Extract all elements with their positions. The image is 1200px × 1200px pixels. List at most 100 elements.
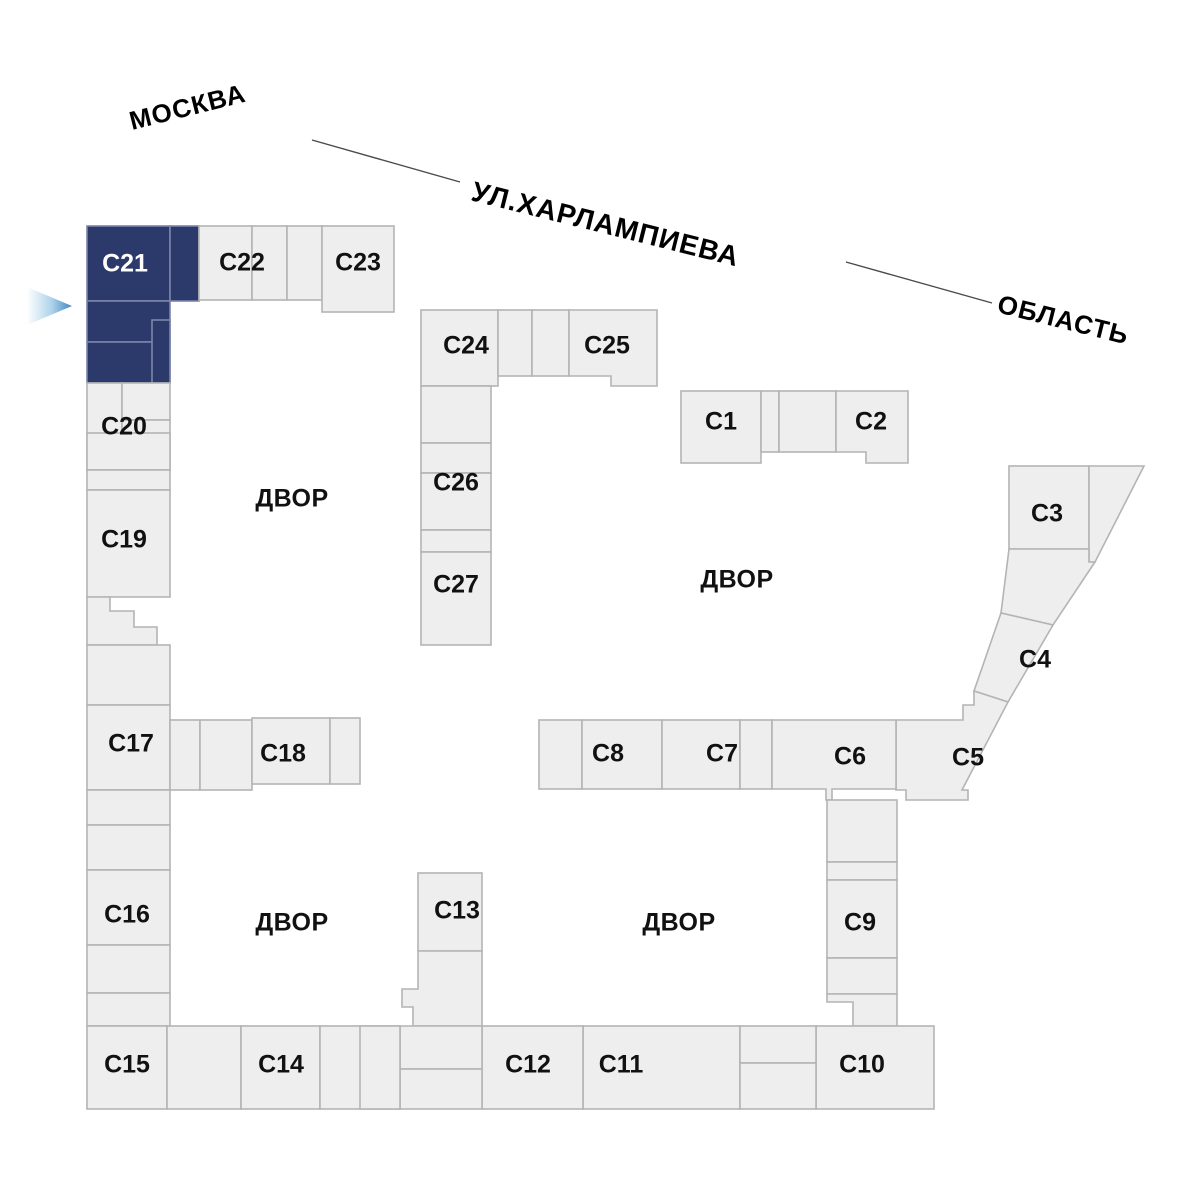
building-c20-part-b[interactable]	[121, 382, 171, 421]
building-c2-part-b[interactable]	[835, 390, 909, 464]
building-group-c8[interactable]: С8	[538, 719, 663, 790]
building-c11-part-a[interactable]	[582, 1025, 741, 1110]
building-group-c9[interactable]: С9	[826, 799, 898, 1027]
building-c25-part-a[interactable]	[531, 309, 570, 377]
building-group-c22[interactable]: С22	[198, 225, 323, 301]
selection-arrow-icon[interactable]	[27, 287, 72, 325]
building-c23-part-a[interactable]	[321, 225, 395, 313]
building-c24-part-a[interactable]	[420, 309, 499, 387]
building-label-c12: С12	[505, 1051, 551, 1079]
building-c16-part-a[interactable]	[86, 789, 171, 826]
building-c7-part-a[interactable]	[661, 719, 741, 790]
building-c11-part-c[interactable]	[739, 1062, 817, 1110]
building-c22-part-c[interactable]	[286, 225, 323, 301]
building-south-infill-b[interactable]	[359, 1025, 401, 1110]
building-label-c3: С3	[1031, 500, 1063, 528]
building-group-c18[interactable]: С18	[251, 717, 361, 785]
building-c16-part-c[interactable]	[86, 869, 171, 946]
building-c21-part-b[interactable]	[169, 225, 200, 302]
direction-label-moscow: МОСКВА	[126, 78, 249, 136]
building-c15-part-b[interactable]	[166, 1025, 242, 1110]
building-group-c13[interactable]: С13	[399, 872, 483, 1070]
building-c7-part-b[interactable]	[739, 719, 773, 790]
building-c9-part-a[interactable]	[826, 799, 898, 863]
building-c8-part-a[interactable]	[538, 719, 583, 790]
building-c12-part-a[interactable]	[481, 1025, 584, 1110]
building-c16-part-b[interactable]	[86, 824, 171, 871]
building-group-c6[interactable]: С6	[771, 719, 897, 801]
building-c27-part-b[interactable]	[420, 551, 492, 646]
building-group-c10[interactable]: С10	[815, 1025, 935, 1110]
building-c27-part-a[interactable]	[420, 529, 492, 553]
building-c10-part-a[interactable]	[815, 1025, 935, 1110]
building-group-c23[interactable]: С23	[321, 225, 395, 313]
building-c14-part-a[interactable]	[240, 1025, 321, 1110]
building-label-c26: С26	[433, 469, 479, 497]
building-label-c20: С20	[101, 413, 147, 441]
building-group-c24[interactable]: С24	[420, 309, 533, 387]
building-c26-part-a[interactable]	[420, 385, 492, 444]
building-group-c16[interactable]: С16	[86, 789, 171, 1027]
building-label-c7: С7	[706, 740, 738, 768]
street-label-harlampieva: УЛ.ХАРЛАМПИЕВА	[469, 176, 743, 273]
building-c17-part-c[interactable]	[199, 719, 253, 791]
building-group-c1[interactable]: С1	[680, 390, 780, 464]
building-c17-part-b[interactable]	[169, 719, 201, 791]
building-c1-part-b[interactable]	[760, 390, 780, 453]
building-south-infill-a[interactable]	[399, 1068, 483, 1110]
building-group-c25[interactable]: С25	[531, 309, 658, 387]
building-group-c26[interactable]: С26	[420, 385, 492, 531]
building-c3-part-a[interactable]	[1008, 465, 1090, 550]
building-group-c27[interactable]: С27	[420, 529, 492, 646]
building-label-c25: С25	[584, 332, 630, 360]
building-label-c9: С9	[844, 909, 876, 937]
building-c21-part-e[interactable]	[151, 319, 171, 384]
building-c16-part-d[interactable]	[86, 944, 171, 994]
building-group-c11[interactable]: С11	[582, 1025, 817, 1110]
building-group-south-infill[interactable]	[359, 1025, 483, 1110]
building-label-c21: С21	[102, 250, 148, 278]
building-c9-part-b[interactable]	[826, 861, 898, 881]
building-c1-part-a[interactable]	[680, 390, 762, 464]
building-c11-part-b[interactable]	[739, 1025, 817, 1064]
building-group-c3[interactable]: С3	[1000, 465, 1146, 626]
building-c20-part-d[interactable]	[86, 432, 171, 471]
building-group-c2[interactable]: С2	[778, 390, 909, 464]
building-group-c5[interactable]: С5	[895, 689, 1010, 801]
building-group-c15[interactable]: С15	[86, 1025, 242, 1110]
building-group-c4[interactable]: С4	[972, 612, 1055, 703]
building-c19-part-a[interactable]	[86, 489, 171, 598]
building-label-c5: С5	[952, 744, 984, 772]
building-c16-part-e[interactable]	[86, 992, 171, 1027]
building-group-c12[interactable]: С12	[481, 1025, 584, 1110]
building-c18-part-a[interactable]	[251, 717, 331, 785]
building-c9-part-c[interactable]	[826, 879, 898, 959]
building-c2-part-a[interactable]	[778, 390, 837, 453]
building-c25-part-b[interactable]	[568, 309, 658, 387]
yard-label-southeast: ДВОР	[642, 909, 715, 937]
building-c19-part-b[interactable]	[86, 596, 158, 646]
building-c9-part-e[interactable]	[826, 993, 898, 1027]
building-c3-part-c[interactable]	[1000, 548, 1097, 626]
building-c20-part-e[interactable]	[86, 469, 171, 491]
building-c24-part-b[interactable]	[497, 309, 533, 377]
building-group-c21[interactable]: С21	[86, 225, 200, 384]
building-c5-part-a[interactable]	[895, 689, 1010, 801]
building-group-c20[interactable]: С20	[86, 382, 171, 491]
building-c13-part-c[interactable]	[399, 1025, 483, 1070]
building-group-c7[interactable]: С7	[661, 719, 773, 790]
building-c13-part-b[interactable]	[401, 950, 483, 1027]
building-label-c22: С22	[219, 249, 265, 277]
building-c17-part-a[interactable]	[86, 704, 171, 791]
building-c22-part-b[interactable]	[251, 225, 288, 301]
building-c26-part-b[interactable]	[420, 442, 492, 474]
building-c19-part-c[interactable]	[86, 644, 171, 706]
building-c9-part-d[interactable]	[826, 957, 898, 995]
building-c8-part-b[interactable]	[581, 719, 663, 790]
building-c3-part-b[interactable]	[1088, 465, 1146, 563]
building-c21-part-a[interactable]	[86, 225, 171, 302]
building-c18-part-b[interactable]	[329, 717, 361, 785]
building-group-c19[interactable]: С19	[86, 489, 171, 706]
building-group-c17[interactable]: С17	[86, 704, 253, 791]
